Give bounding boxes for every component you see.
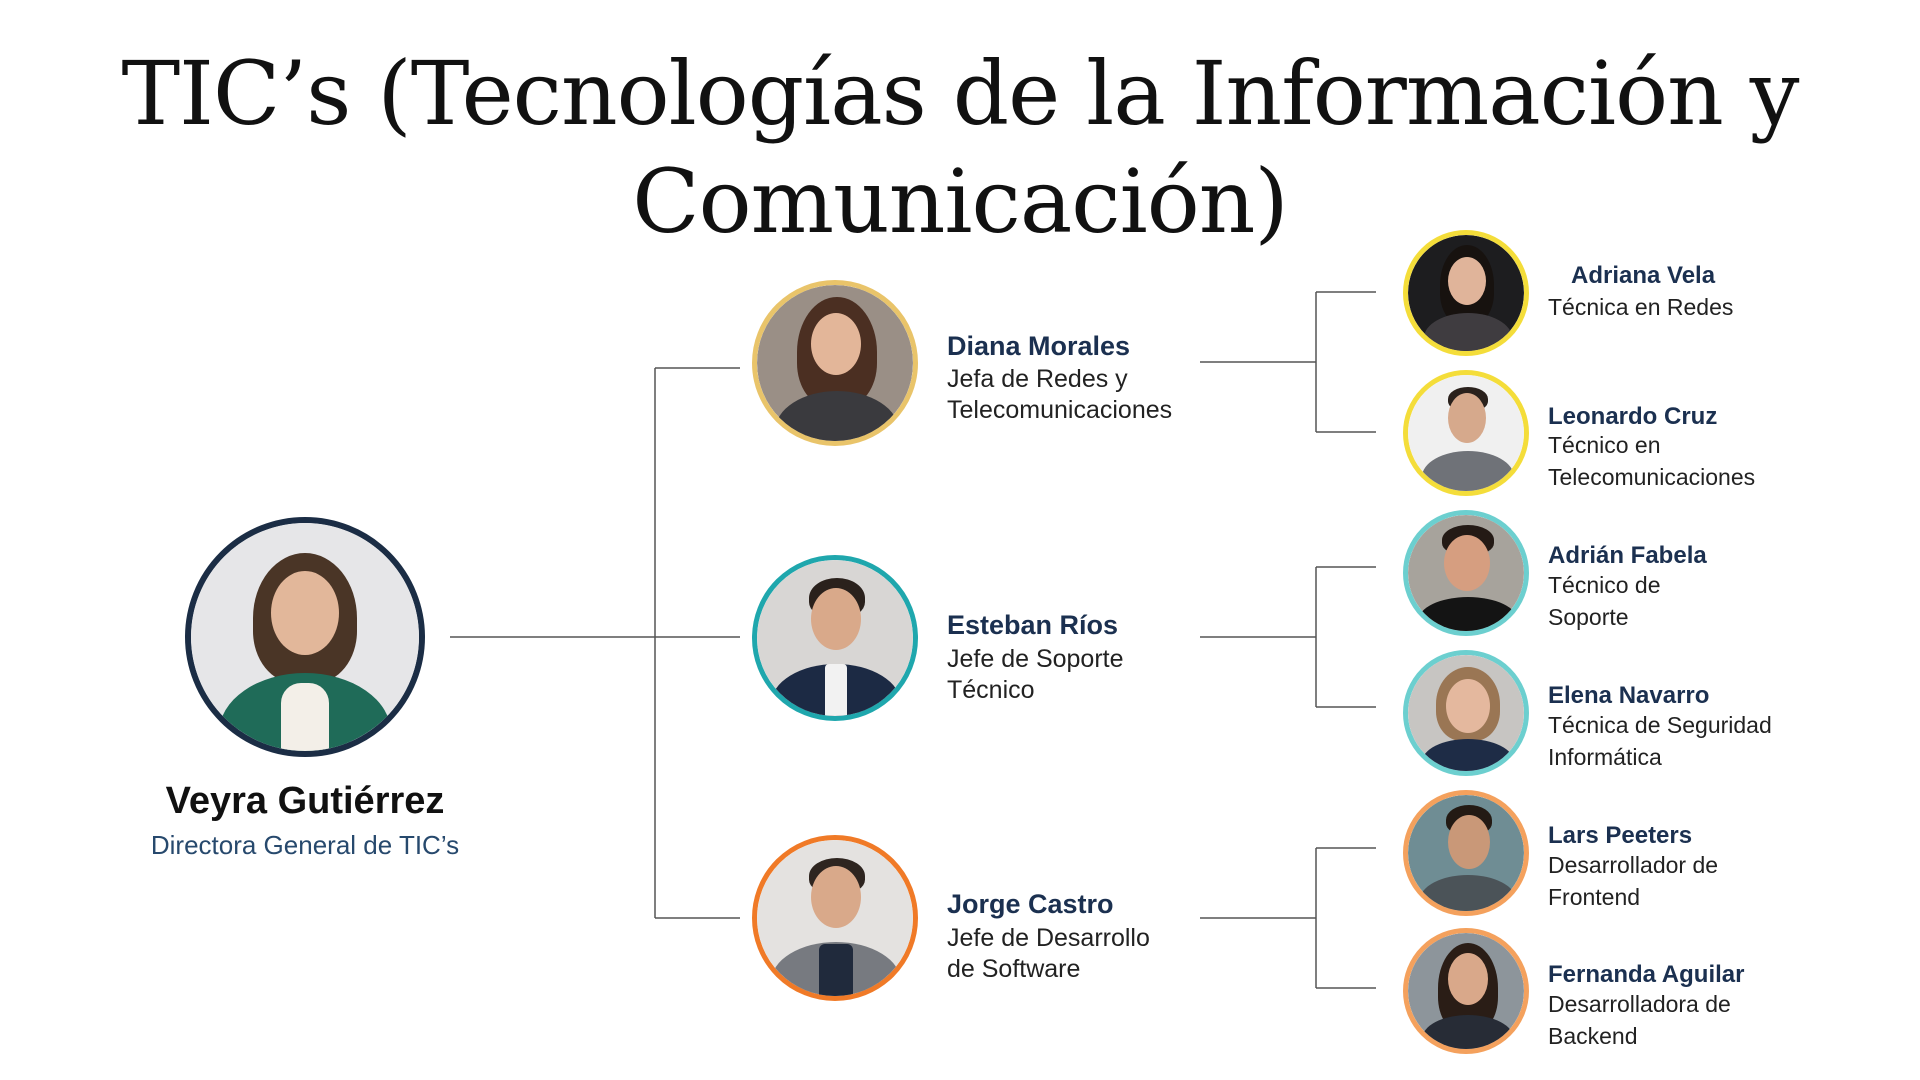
manager-name-esteban: Esteban Ríos bbox=[947, 610, 1119, 640]
report-avatar-elena bbox=[1403, 650, 1529, 776]
report-name-lars: Lars Peeters bbox=[1548, 822, 1693, 849]
root-avatar bbox=[185, 517, 425, 757]
manager-role-jorge-line-2: de Software bbox=[947, 955, 1081, 983]
manager-avatar-esteban bbox=[752, 555, 918, 721]
manager-role-jorge-line-1: Jefe de Desarrollo bbox=[947, 924, 1150, 952]
manager-name-diana: Diana Morales bbox=[947, 331, 1131, 361]
report-role-adrian-line-1: Técnico de bbox=[1548, 572, 1661, 598]
report-role-adriana-line-1: Técnica en Redes bbox=[1548, 294, 1734, 320]
report-role-lars-line-1: Desarrollador de bbox=[1548, 852, 1719, 878]
report-role-elena-line-1: Técnica de Seguridad bbox=[1548, 712, 1772, 738]
report-role-fernanda-line-1: Desarrolladora de bbox=[1548, 991, 1731, 1017]
report-name-elena: Elena Navarro bbox=[1548, 682, 1710, 709]
root-name: Veyra Gutiérrez bbox=[165, 780, 445, 822]
report-avatar-lars bbox=[1403, 790, 1529, 916]
manager-avatar-diana bbox=[752, 280, 918, 446]
manager-role-esteban-line-1: Jefe de Soporte bbox=[947, 645, 1124, 673]
report-avatar-adrian bbox=[1403, 510, 1529, 636]
report-role-adrian: Técnico de Soporte bbox=[1548, 569, 1661, 633]
report-role-lars: Desarrollador de Frontend bbox=[1548, 849, 1718, 913]
report-role-elena-line-2: Informática bbox=[1548, 744, 1662, 770]
report-role-lars-line-2: Frontend bbox=[1548, 884, 1641, 910]
report-avatar-leonardo bbox=[1403, 370, 1529, 496]
report-name-adriana: Adriana Vela bbox=[1571, 262, 1716, 289]
page-title-line-1: TIC’s (Tecnologías de la Información y bbox=[121, 42, 1799, 145]
report-name-fernanda: Fernanda Aguilar bbox=[1548, 961, 1745, 988]
manager-role-esteban: Jefe de Soporte Técnico bbox=[947, 644, 1124, 706]
page-title-line-2: Comunicación) bbox=[632, 150, 1288, 253]
manager-name-jorge: Jorge Castro bbox=[947, 889, 1114, 919]
report-avatar-adriana bbox=[1403, 230, 1529, 356]
report-role-elena: Técnica de Seguridad Informática bbox=[1548, 709, 1772, 773]
report-role-leonardo-line-1: Técnico en bbox=[1548, 432, 1661, 458]
manager-avatar-jorge bbox=[752, 835, 918, 1001]
report-role-fernanda: Desarrolladora de Backend bbox=[1548, 988, 1731, 1052]
report-role-leonardo: Técnico en Telecomunicaciones bbox=[1548, 429, 1755, 493]
report-avatar-fernanda bbox=[1403, 928, 1529, 1054]
report-role-fernanda-line-2: Backend bbox=[1548, 1023, 1638, 1049]
manager-role-diana-line-1: Jefa de Redes y bbox=[947, 365, 1128, 393]
manager-role-diana: Jefa de Redes y Telecomunicaciones bbox=[947, 364, 1172, 426]
report-name-adrian: Adrián Fabela bbox=[1548, 542, 1707, 569]
report-name-leonardo: Leonardo Cruz bbox=[1548, 403, 1718, 430]
report-role-leonardo-line-2: Telecomunicaciones bbox=[1548, 464, 1756, 490]
manager-role-esteban-line-2: Técnico bbox=[947, 676, 1035, 704]
report-role-adrian-line-2: Soporte bbox=[1548, 604, 1629, 630]
root-role: Directora General de TIC’s bbox=[150, 830, 460, 860]
page-title: TIC’s (Tecnologías de la Información y C… bbox=[0, 40, 1920, 256]
manager-role-diana-line-2: Telecomunicaciones bbox=[947, 396, 1173, 424]
report-role-adriana: Técnica en Redes bbox=[1548, 291, 1733, 323]
manager-role-jorge: Jefe de Desarrollo de Software bbox=[947, 923, 1150, 985]
